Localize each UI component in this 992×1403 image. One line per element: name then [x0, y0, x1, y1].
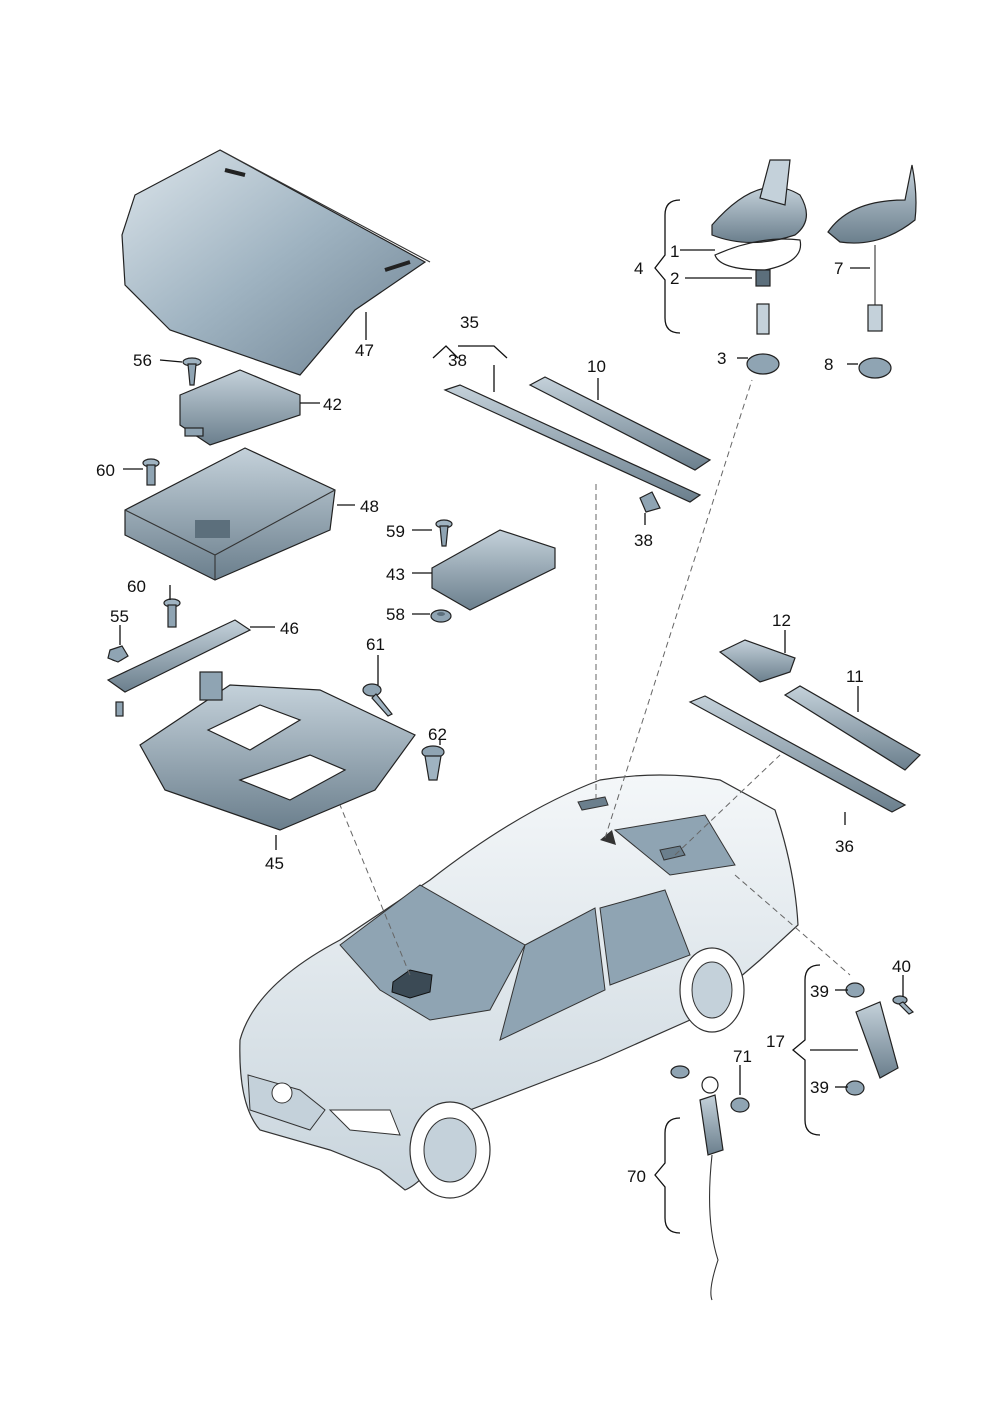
callout-46: 46	[280, 619, 299, 638]
cable-70	[670, 1065, 724, 1301]
screw-59	[435, 519, 453, 547]
strip-35	[443, 384, 702, 503]
callout-8: 8	[824, 355, 833, 374]
callout-12: 12	[772, 611, 791, 630]
callout-35: 35	[460, 313, 479, 332]
module-43	[431, 529, 556, 611]
callout-48: 48	[360, 497, 379, 516]
callout-3: 3	[717, 349, 726, 368]
callout-11: 11	[846, 667, 864, 686]
callout-70: 70	[627, 1167, 646, 1186]
leader-lines	[119, 199, 904, 1234]
cover-47	[121, 149, 431, 376]
module-12	[718, 639, 796, 683]
screw-61	[362, 683, 393, 717]
callout-labels: 1 2 3 4 7 8 10 11 12 17 35 36 38 38 39 3…	[96, 242, 911, 1186]
nut-55	[107, 645, 129, 663]
callout-42: 42	[323, 395, 342, 414]
screw-56	[182, 357, 202, 386]
callout-36: 36	[835, 837, 854, 856]
callout-61: 61	[366, 635, 385, 654]
callout-1: 1	[670, 242, 679, 261]
callout-62: 62	[428, 725, 447, 744]
callout-56: 56	[133, 351, 152, 370]
callout-40: 40	[892, 957, 911, 976]
callout-59: 59	[386, 522, 405, 541]
callout-55: 55	[110, 607, 129, 626]
callout-58: 58	[386, 605, 405, 624]
tray-45	[139, 671, 416, 831]
callout-17: 17	[766, 1032, 785, 1051]
module-42	[179, 369, 301, 446]
box-48	[124, 447, 336, 581]
clip-38	[639, 491, 661, 513]
callout-47: 47	[355, 341, 374, 360]
antenna-7	[827, 164, 917, 379]
car-illustration	[239, 774, 799, 1199]
callout-71: 71	[733, 1047, 752, 1066]
bolt-60-lower	[163, 598, 181, 628]
callout-10: 10	[587, 357, 606, 376]
callout-39-lower: 39	[810, 1078, 829, 1097]
strip-36	[688, 695, 907, 813]
clip-39-upper	[845, 982, 865, 998]
callout-38-top: 38	[448, 351, 467, 370]
clip-39-lower	[845, 1080, 865, 1096]
callout-39-upper: 39	[810, 982, 829, 1001]
clip-62	[421, 745, 445, 781]
callout-2: 2	[670, 269, 679, 288]
nut-58	[430, 609, 452, 623]
unit-11	[783, 685, 921, 771]
screw-40	[892, 995, 915, 1015]
bolt-60-upper	[142, 458, 160, 486]
rail-10	[528, 376, 712, 471]
callout-60-lower: 60	[127, 577, 146, 596]
reference-lines	[339, 379, 851, 976]
callout-45: 45	[265, 854, 284, 873]
plug-71	[730, 1097, 750, 1113]
callout-38-clip: 38	[634, 531, 653, 550]
callout-7: 7	[834, 259, 843, 278]
callout-60-upper: 60	[96, 461, 115, 480]
callout-4: 4	[634, 259, 643, 278]
callout-43: 43	[386, 565, 405, 584]
module-17	[855, 1001, 899, 1079]
antenna-4	[711, 159, 807, 375]
